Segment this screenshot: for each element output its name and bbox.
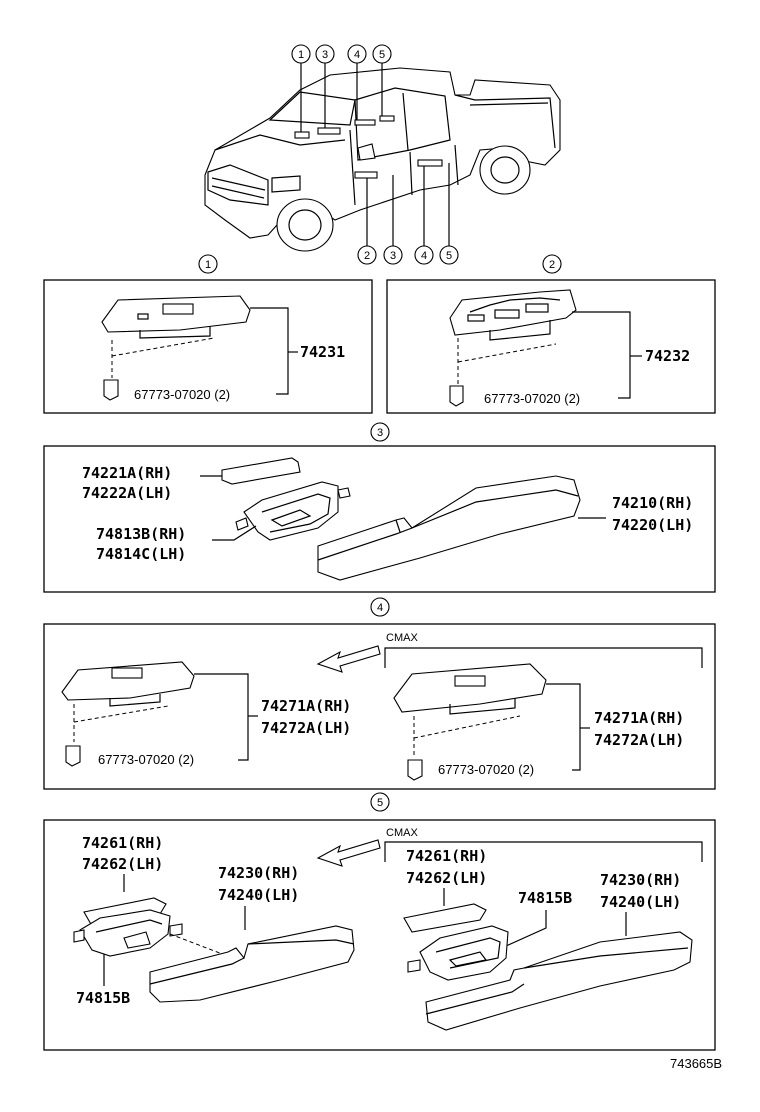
callout-3-circle bbox=[315, 44, 335, 64]
clip-icon bbox=[103, 379, 119, 401]
callout-3: 3 bbox=[322, 49, 328, 61]
section-4: 4 CMAX 74271A(RH) 74272A(LH) 67773-07020… bbox=[43, 597, 716, 790]
truck-callouts-top: 1 3 4 5 bbox=[291, 44, 392, 132]
callout-5-circle bbox=[372, 44, 392, 64]
switch-panel-74232 bbox=[449, 289, 577, 336]
truck-illustration bbox=[204, 67, 561, 252]
cover-74221A bbox=[221, 457, 301, 485]
cmax-arrow-icon bbox=[316, 645, 381, 673]
section-2-box bbox=[386, 279, 716, 414]
section-3-box bbox=[43, 445, 716, 593]
part-74271A-rh-right: 74271A(RH) bbox=[594, 709, 684, 727]
clip-part-s4-right: 67773-07020 (2) bbox=[438, 762, 534, 777]
section-3-callout: 3 bbox=[377, 427, 383, 439]
part-74815B-right: 74815B bbox=[518, 889, 572, 907]
armrest-74230-right bbox=[425, 931, 693, 1031]
section-1: 1 74231 67773-07020 (2) bbox=[43, 254, 373, 414]
section-5-callout: 5 bbox=[377, 797, 383, 809]
cmax-label-s5: CMAX bbox=[386, 827, 418, 839]
clip-icon bbox=[407, 759, 423, 781]
callout-1: 1 bbox=[298, 49, 304, 61]
callout-2: 2 bbox=[364, 250, 370, 262]
callout-3: 3 bbox=[390, 250, 396, 262]
section-4-box bbox=[43, 623, 716, 790]
part-74231: 74231 bbox=[300, 343, 345, 361]
part-74272A-lh-left: 74272A(LH) bbox=[261, 719, 351, 737]
part-74210-rh: 74210(RH) bbox=[612, 494, 693, 512]
part-74262-lh-right: 74262(LH) bbox=[406, 869, 487, 887]
part-74271A-rh-left: 74271A(RH) bbox=[261, 697, 351, 715]
section-4-callout: 4 bbox=[377, 602, 383, 614]
callout-5: 5 bbox=[446, 250, 452, 262]
part-74220-lh: 74220(LH) bbox=[612, 516, 693, 534]
callout-4-circle bbox=[347, 44, 367, 64]
section-2-callout: 2 bbox=[549, 259, 555, 271]
part-74232: 74232 bbox=[645, 347, 690, 365]
part-74262-lh-left: 74262(LH) bbox=[82, 855, 163, 873]
cmax-arrow-icon bbox=[316, 839, 381, 867]
callout-5: 5 bbox=[379, 49, 385, 61]
part-74240-lh-left: 74240(LH) bbox=[218, 886, 299, 904]
switch-panel-74271A-left bbox=[61, 661, 195, 701]
section-1-callout: 1 bbox=[205, 259, 211, 271]
part-74272A-lh-right: 74272A(LH) bbox=[594, 731, 684, 749]
part-74261-rh-right: 74261(RH) bbox=[406, 847, 487, 865]
part-74261-rh-left: 74261(RH) bbox=[82, 834, 163, 852]
cmax-label-s4: CMAX bbox=[386, 632, 418, 644]
section-5-box bbox=[43, 819, 716, 1051]
truck-callouts-bottom: 2 3 4 5 bbox=[357, 163, 459, 265]
section-5: 5 CMAX 74261(RH) 74262(LH) 74230(RH) 742… bbox=[43, 792, 716, 1051]
part-74814C-lh: 74814C(LH) bbox=[96, 545, 186, 563]
part-74230-rh-right: 74230(RH) bbox=[600, 871, 681, 889]
armrest-74210 bbox=[317, 475, 581, 581]
part-74813B-rh: 74813B(RH) bbox=[96, 525, 186, 543]
cover-74261-right bbox=[403, 903, 487, 933]
section-3: 3 74221A(RH) 74222A(LH) 74813B(RH) 74814… bbox=[43, 422, 716, 593]
switch-panel-74271A-right bbox=[393, 663, 547, 713]
callout-4: 4 bbox=[354, 49, 360, 61]
clip-part-s1: 67773-07020 (2) bbox=[134, 387, 230, 402]
part-74222A-lh: 74222A(LH) bbox=[82, 484, 172, 502]
section-2: 2 74232 67773-07020 (2) bbox=[386, 254, 716, 414]
bezel-74815B-right bbox=[419, 925, 509, 981]
clip-icon bbox=[449, 385, 464, 407]
armrest-74230-left bbox=[149, 925, 355, 1003]
section-1-box bbox=[43, 279, 373, 414]
bezel-74813B bbox=[243, 481, 339, 541]
callout-1-circle bbox=[291, 44, 311, 64]
callout-4: 4 bbox=[421, 250, 427, 262]
diagram-code: 743665B bbox=[670, 1056, 722, 1071]
part-74240-lh-right: 74240(LH) bbox=[600, 893, 681, 911]
clip-part-s4-left: 67773-07020 (2) bbox=[98, 752, 194, 767]
part-74815B-left: 74815B bbox=[76, 989, 130, 1007]
clip-icon bbox=[65, 745, 81, 767]
part-74221A-rh: 74221A(RH) bbox=[82, 464, 172, 482]
part-74230-rh-left: 74230(RH) bbox=[218, 864, 299, 882]
clip-part-s2: 67773-07020 (2) bbox=[484, 391, 580, 406]
